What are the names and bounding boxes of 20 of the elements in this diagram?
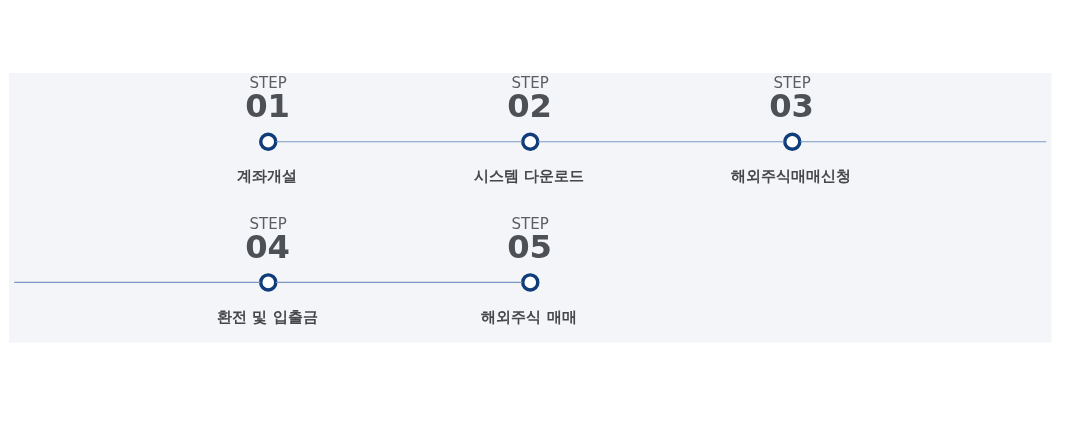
node-label: STEP bbox=[249, 73, 287, 92]
connector bbox=[799, 140, 1047, 142]
node-circle bbox=[259, 132, 278, 151]
node-label: STEP bbox=[773, 73, 811, 92]
node-circle bbox=[783, 132, 802, 151]
node-circle bbox=[521, 132, 540, 151]
connector bbox=[537, 140, 785, 142]
connector bbox=[13, 281, 261, 283]
node-label: STEP bbox=[511, 73, 549, 92]
node-label: STEP bbox=[249, 214, 287, 233]
connector bbox=[275, 140, 523, 142]
connector bbox=[275, 281, 523, 283]
node-circle bbox=[259, 272, 278, 292]
node-label: 해외주식 매매 bbox=[481, 307, 577, 326]
node-label: STEP bbox=[511, 214, 549, 233]
node-label: 환전 및 입출금 bbox=[217, 307, 318, 326]
node-label: 계좌개설 bbox=[237, 166, 298, 185]
node-label: 해외주식매매신청 bbox=[730, 166, 851, 185]
node-circle bbox=[521, 272, 540, 292]
node-label: 시스템 다운로드 bbox=[473, 166, 585, 185]
